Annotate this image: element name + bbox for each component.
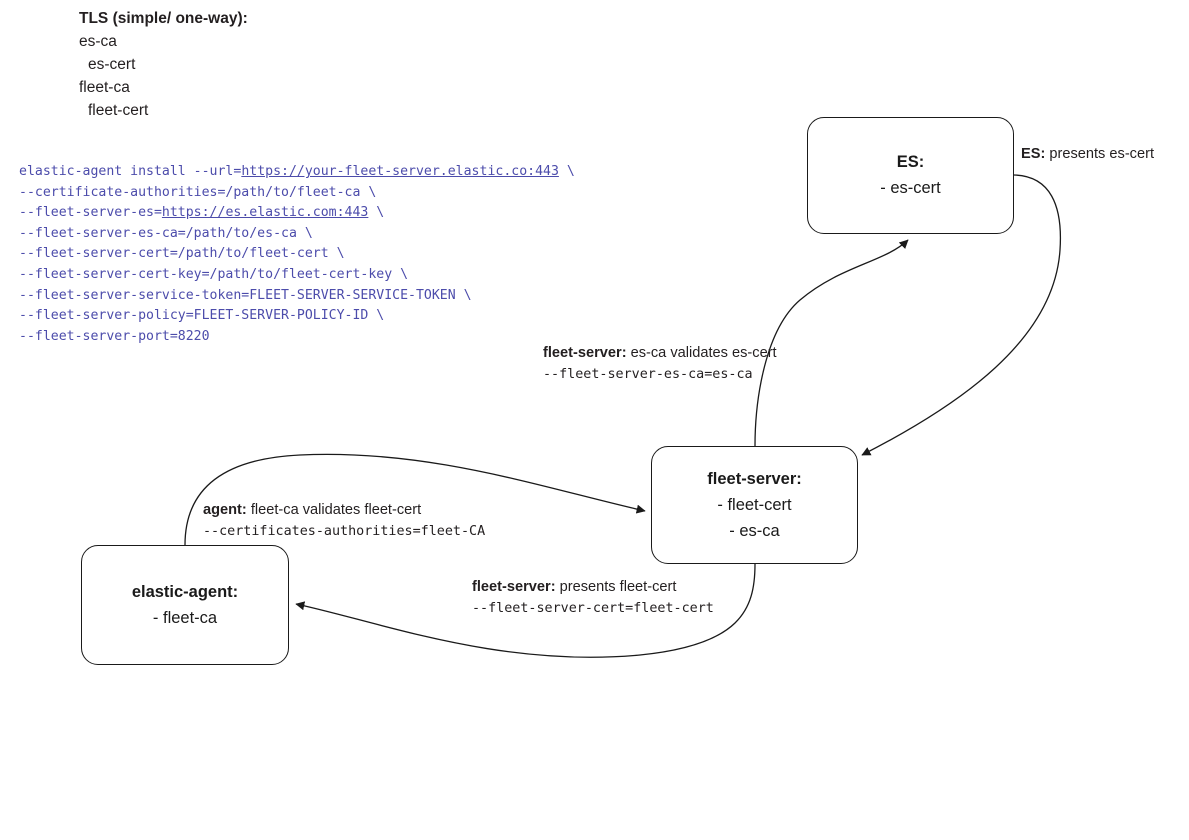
tls-legend: TLS (simple/ one-way): es-ca es-cert fle… xyxy=(79,7,248,122)
edge-label-es-presents-es-cert: ES: presents es-cert xyxy=(1021,144,1154,165)
command-line-3: --fleet-server-es-ca=/path/to/es-ca \ xyxy=(19,224,575,245)
command-text: elastic-agent install --url= xyxy=(19,164,242,179)
command-text: --fleet-server-policy=FLEET-SERVER-POLIC… xyxy=(19,308,385,324)
command-text: --fleet-server-service-token=FLEET-SERVE… xyxy=(19,287,472,303)
node-elastic-agent-line-0: - fleet-ca xyxy=(152,608,218,627)
node-es[interactable]: ES: - es-cert xyxy=(807,117,1014,234)
edge-label-fs-validates-rest: es-ca validates es-cert xyxy=(626,345,777,361)
command-text: \ xyxy=(558,164,575,179)
legend-item-fleet-cert: fleet-cert xyxy=(88,102,149,119)
node-elastic-agent-title: elastic-agent: xyxy=(131,582,239,601)
command-text: --fleet-server-port=8220 xyxy=(19,328,210,344)
install-command-block: elastic-agent install --url=https://your… xyxy=(19,162,575,347)
legend-title: TLS (simple/ one-way): xyxy=(79,10,248,27)
command-line-4: --fleet-server-cert=/path/to/fleet-cert … xyxy=(19,244,575,265)
edge-label-fs-validates-bold: fleet-server: xyxy=(543,345,627,361)
edge-label-agent-validates-fleet-cert: agent: fleet-ca validates fleet-cert --c… xyxy=(203,500,485,542)
node-fleet-server-line-1: - es-ca xyxy=(729,521,780,540)
edge-label-fleetserver-validates-es-cert: fleet-server: es-ca validates es-cert --… xyxy=(543,343,777,385)
edge-label-fs-presents-bold: fleet-server: xyxy=(472,579,556,595)
node-fleet-server-title: fleet-server: xyxy=(707,469,802,488)
command-url-link[interactable]: https://your-fleet-server.elastic.co:443 xyxy=(241,164,559,179)
command-text: --fleet-server-cert=/path/to/fleet-cert … xyxy=(19,246,345,262)
edge-label-fleetserver-presents-fleet-cert: fleet-server: presents fleet-cert --flee… xyxy=(472,577,714,619)
node-es-line-0: - es-cert xyxy=(880,179,941,197)
edge-label-agent-validates-flag: --certificates-authorities=fleet-CA xyxy=(203,524,486,539)
node-fleet-server-line-0: - fleet-cert xyxy=(717,495,792,514)
command-line-1: --certificate-authorities=/path/to/fleet… xyxy=(19,183,575,204)
command-text: --certificate-authorities=/path/to/fleet… xyxy=(19,184,377,200)
command-text: \ xyxy=(368,205,385,221)
legend-item-es-ca: es-ca xyxy=(79,33,117,50)
node-fleet-server[interactable]: fleet-server: - fleet-cert - es-ca xyxy=(651,446,858,564)
legend-item-fleet-ca: fleet-ca xyxy=(79,79,130,96)
edge-fleetserver-to-es xyxy=(754,239,909,447)
command-line-5: --fleet-server-cert-key=/path/to/fleet-c… xyxy=(19,265,575,286)
legend-item-es-cert: es-cert xyxy=(88,56,136,73)
command-line-6: --fleet-server-service-token=FLEET-SERVE… xyxy=(19,286,575,307)
command-text: --fleet-server-es-ca=/path/to/es-ca \ xyxy=(19,225,313,241)
edge-label-fs-presents-rest: presents fleet-cert xyxy=(555,579,677,595)
command-text: --fleet-server-es= xyxy=(19,205,162,221)
edge-label-fs-presents-flag: --fleet-server-cert=fleet-cert xyxy=(472,601,714,616)
edge-label-agent-validates-rest: fleet-ca validates fleet-cert xyxy=(246,502,422,518)
command-line-8: --fleet-server-port=8220 xyxy=(19,327,575,348)
command-line-7: --fleet-server-policy=FLEET-SERVER-POLIC… xyxy=(19,306,575,327)
command-url-link[interactable]: https://es.elastic.com:443 xyxy=(161,205,369,221)
node-es-title: ES: xyxy=(896,153,925,171)
command-line-0: elastic-agent install --url=https://your… xyxy=(19,162,575,183)
node-elastic-agent[interactable]: elastic-agent: - fleet-ca xyxy=(81,545,289,665)
command-line-2: --fleet-server-es=https://es.elastic.com… xyxy=(19,203,575,224)
command-text: --fleet-server-cert-key=/path/to/fleet-c… xyxy=(19,266,409,282)
edge-label-es-presents-bold: ES: xyxy=(1021,146,1046,162)
edge-label-agent-validates-bold: agent: xyxy=(203,502,247,518)
edge-label-es-presents-rest: presents es-cert xyxy=(1045,146,1155,162)
edge-label-fs-validates-flag: --fleet-server-es-ca=es-ca xyxy=(543,367,753,382)
